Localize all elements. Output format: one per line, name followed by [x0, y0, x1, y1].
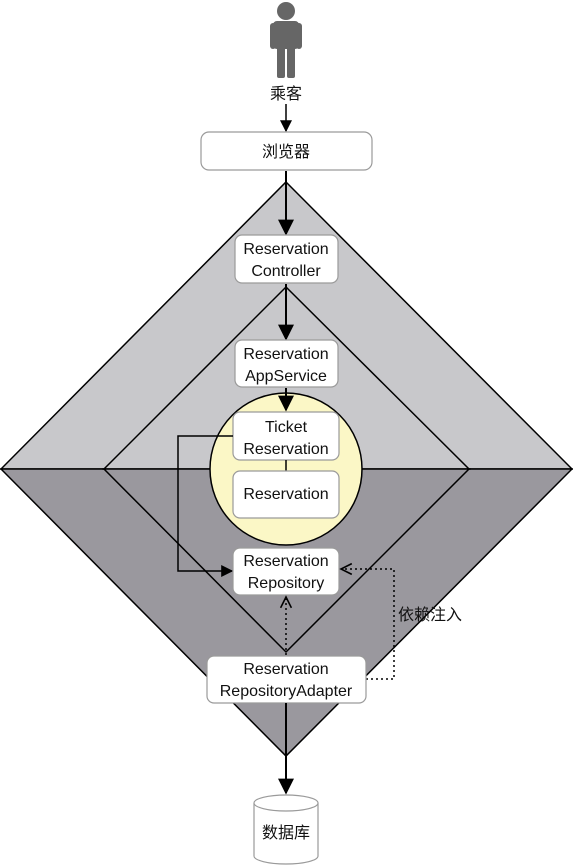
reservation-appservice-box[interactable]: Reservation AppService — [234, 339, 339, 388]
reservation-controller-box[interactable]: Reservation Controller — [234, 234, 339, 284]
dependency-injection-label: 依赖注入 — [398, 606, 462, 624]
reservation-label: Reservation — [243, 486, 328, 503]
adapter-line2: RepositoryAdapter — [220, 683, 353, 700]
controller-line1: Reservation — [243, 241, 328, 258]
ticket-reservation-box[interactable]: Ticket Reservation — [232, 411, 340, 461]
arrow-ticket-to-repository — [177, 435, 234, 577]
reservation-entity-box[interactable]: Reservation — [232, 470, 340, 519]
actor-label: 乘客 — [270, 85, 302, 103]
repository-adapter-box[interactable]: Reservation RepositoryAdapter — [206, 655, 367, 704]
controller-line2: Controller — [251, 263, 321, 280]
person-icon — [270, 2, 302, 78]
ticket-line1: Ticket — [265, 419, 308, 436]
adapter-line1: Reservation — [243, 661, 328, 678]
database-icon — [253, 794, 319, 865]
database-label: 数据库 — [262, 824, 310, 842]
browser-box[interactable]: 浏览器 — [200, 131, 373, 171]
appservice-line2: AppService — [245, 368, 327, 385]
repository-line2: Repository — [248, 575, 324, 592]
browser-label: 浏览器 — [262, 143, 310, 161]
reservation-repository-box[interactable]: Reservation Repository — [232, 547, 340, 596]
repository-line1: Reservation — [243, 553, 328, 570]
appservice-line1: Reservation — [243, 346, 328, 363]
ticket-line2: Reservation — [243, 441, 328, 458]
